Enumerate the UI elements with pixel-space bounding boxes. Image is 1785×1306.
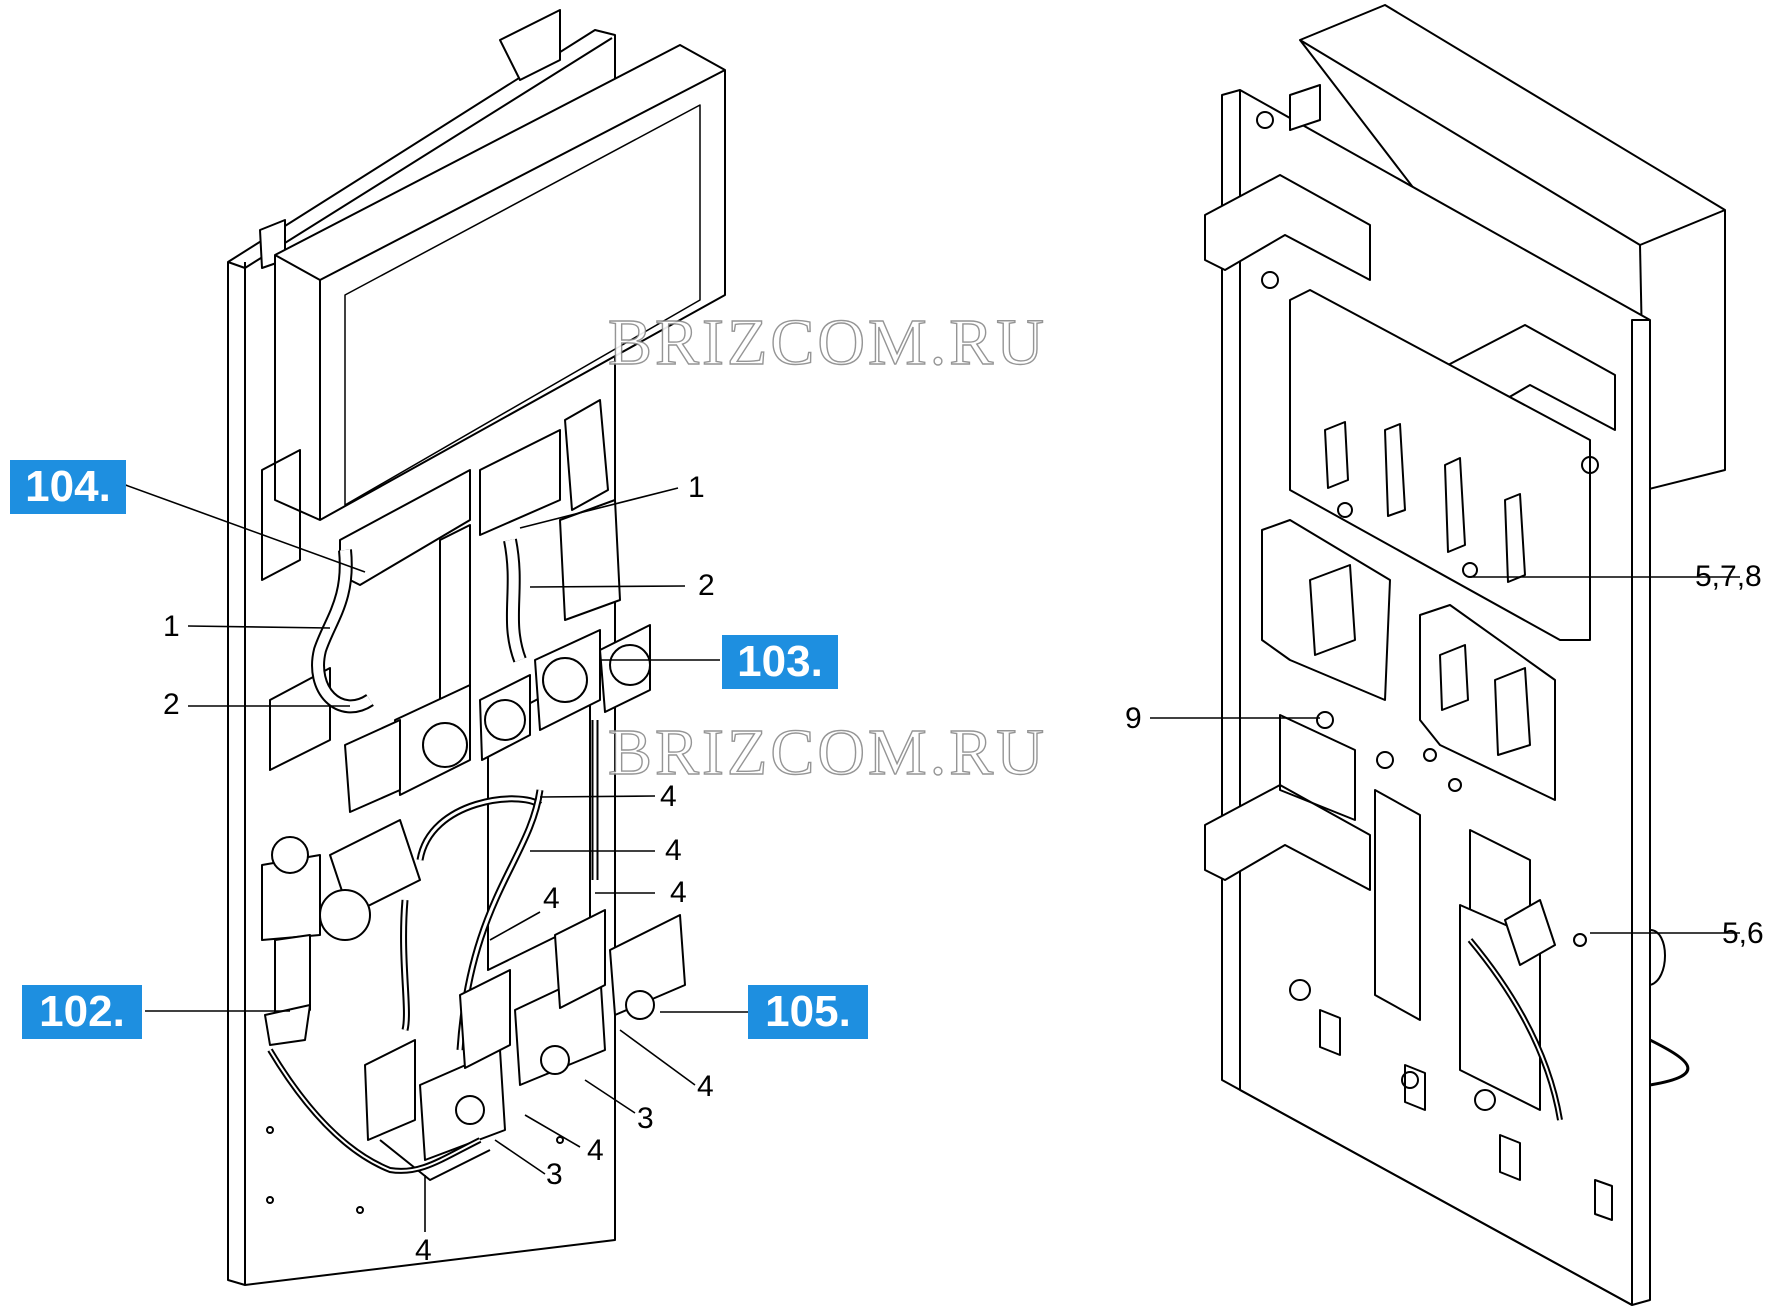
part-label-3-b: 3 [546, 1158, 563, 1191]
callout-102: 102. [22, 985, 142, 1039]
right-assembly [1204, 4, 1726, 1306]
part-label-1-top: 1 [688, 471, 705, 504]
part-label-4-b: 4 [665, 834, 682, 867]
part-label-5-6: 5,6 [1722, 917, 1764, 950]
part-label-4-c: 4 [670, 876, 687, 909]
part-label-4-d: 4 [543, 882, 560, 915]
part-label-2-left: 2 [163, 688, 180, 721]
part-label-4-e: 4 [697, 1070, 714, 1103]
part-label-9: 9 [1125, 702, 1142, 735]
leader-lines [119, 482, 1740, 1232]
part-label-5-7-8: 5,7,8 [1695, 560, 1762, 593]
left-assembly [227, 9, 726, 1286]
callout-103: 103. [722, 635, 838, 689]
part-label-1-left: 1 [163, 610, 180, 643]
part-label-4-a: 4 [660, 780, 677, 813]
callout-105: 105. [748, 985, 868, 1039]
part-label-4-f: 4 [587, 1134, 604, 1167]
part-label-2-top: 2 [698, 569, 715, 602]
part-label-3-a: 3 [637, 1102, 654, 1135]
callout-104: 104. [10, 460, 126, 514]
part-label-4-g: 4 [415, 1234, 432, 1267]
